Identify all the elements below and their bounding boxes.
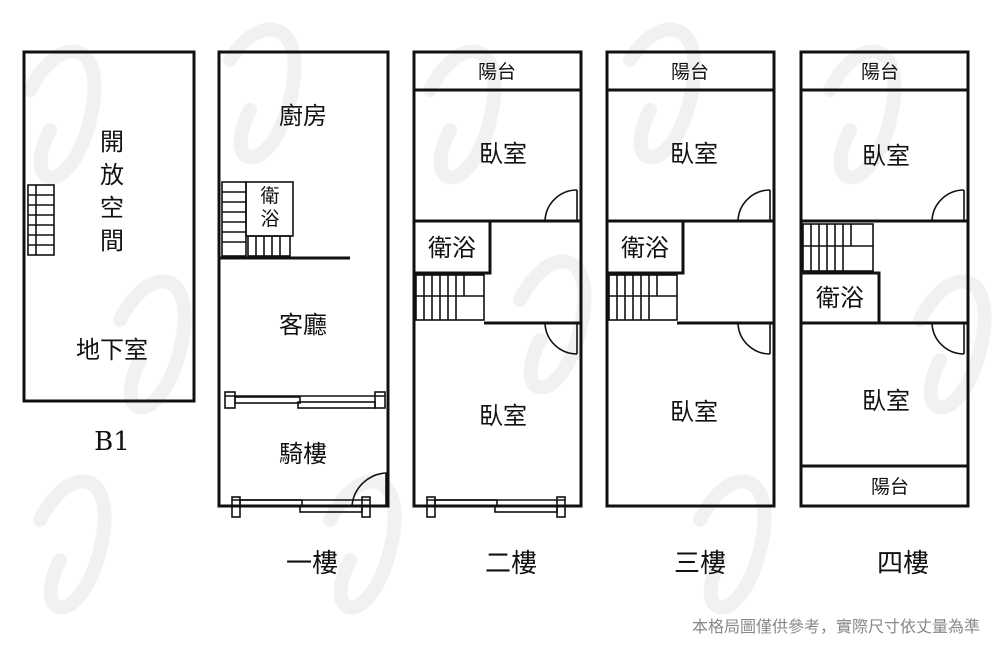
b1-open-space-char-4: 間 xyxy=(100,227,124,255)
b1-open-space-char-3: 空 xyxy=(100,194,124,222)
f2-bath-label: 衛浴 xyxy=(428,234,476,262)
f4-bedroom-bottom-label: 臥室 xyxy=(862,387,910,415)
f1-sliding-door xyxy=(224,391,386,409)
f3-bath-box xyxy=(605,219,685,275)
f4-balcony-top-label: 陽台 xyxy=(861,61,899,83)
f4-stairs xyxy=(802,223,874,272)
f2-stairs xyxy=(415,274,485,321)
f2-caption: 二樓 xyxy=(485,549,537,579)
disclaimer-text: 本格局圖僅供參考，實際尺寸依丈量為準 xyxy=(692,617,980,636)
f4-doors xyxy=(931,189,965,355)
f4-bath-label: 衛浴 xyxy=(816,284,864,312)
f3-balcony-label: 陽台 xyxy=(671,61,709,83)
floor-b1: 開 放 空 間 地下室 B1 xyxy=(22,50,196,457)
f1-kitchen-label: 廚房 xyxy=(279,102,327,130)
f1-front-sliding-door xyxy=(231,496,371,518)
f3-bedroom-top-label: 臥室 xyxy=(670,140,718,168)
floor-1: 廚房 衛 浴 客廳 騎樓 一樓 xyxy=(217,50,390,579)
f4-bedroom-top-label: 臥室 xyxy=(862,142,910,170)
f4-balcony-bottom-label: 陽台 xyxy=(871,476,909,498)
b1-caption: B1 xyxy=(94,427,130,457)
f1-bath-char-2: 浴 xyxy=(260,208,279,230)
f2-bedroom-top-label: 臥室 xyxy=(479,140,527,168)
f2-front-sliding-door xyxy=(426,496,566,518)
b1-basement-label: 地下室 xyxy=(76,336,148,364)
f2-outline xyxy=(412,50,583,508)
floor-4: 陽台 臥室 衛浴 臥室 陽台 四樓 xyxy=(799,50,970,579)
f2-bedroom-bottom-label: 臥室 xyxy=(479,402,527,430)
f3-outline xyxy=(605,50,776,508)
floor-2: 陽台 臥室 衛浴 臥室 二樓 xyxy=(412,50,583,579)
f2-bath-box xyxy=(412,219,492,275)
f4-bath-box xyxy=(799,271,881,325)
f1-arcade-label: 騎樓 xyxy=(279,440,327,468)
f4-caption: 四樓 xyxy=(877,549,929,579)
f3-bath-label: 衛浴 xyxy=(621,234,669,262)
f3-stairs xyxy=(608,274,678,321)
f3-doors xyxy=(737,189,771,355)
f1-bath-char-1: 衛 xyxy=(260,185,279,207)
floor-3: 陽台 臥室 衛浴 臥室 三樓 xyxy=(605,50,776,579)
f3-caption: 三樓 xyxy=(674,549,726,579)
f1-stairs xyxy=(221,181,291,257)
f1-living-label: 客廳 xyxy=(279,311,327,339)
f2-doors xyxy=(544,189,578,355)
f2-balcony-label: 陽台 xyxy=(478,61,516,83)
b1-outline xyxy=(22,50,196,403)
watermark-pattern xyxy=(23,22,992,615)
b1-stairs xyxy=(27,184,55,256)
f1-caption: 一樓 xyxy=(286,549,338,579)
b1-open-space-char-1: 開 xyxy=(100,128,124,156)
b1-open-space-char-2: 放 xyxy=(100,161,124,189)
f3-bedroom-bottom-label: 臥室 xyxy=(670,398,718,426)
